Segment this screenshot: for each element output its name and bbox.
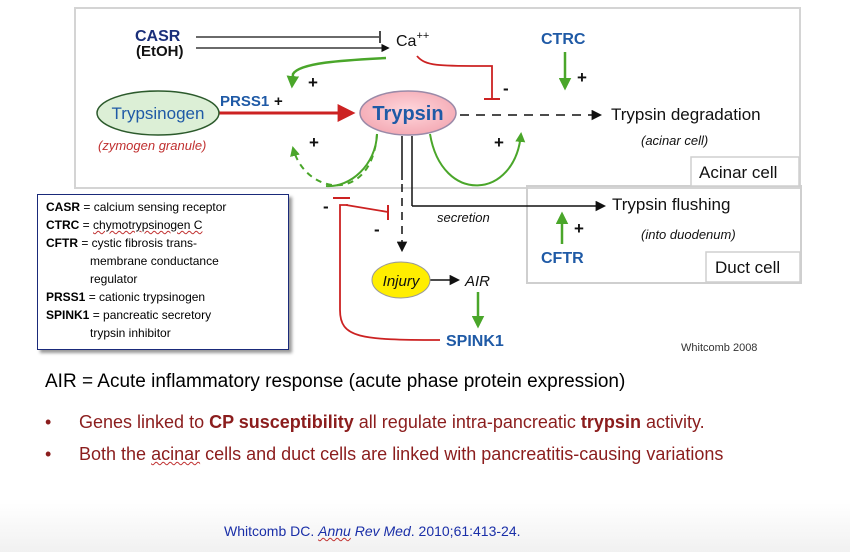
calcium-minus: - <box>503 79 509 98</box>
legend-row-cftr: CFTR = cystic fibrosis trans- <box>46 236 198 250</box>
cftr-plus: + <box>574 219 584 238</box>
into-duodenum-label: (into duodenum) <box>641 227 736 242</box>
prss1-plus: + <box>274 93 283 110</box>
air-label: AIR <box>464 273 490 290</box>
legend-row-spink1-2: trypsin inhibitor <box>90 326 171 340</box>
legend-row-spink1: SPINK1 = pancreatic secretory <box>46 308 212 322</box>
legend-row-prss1: PRSS1 = cationic trypsinogen <box>46 290 206 304</box>
trypsinogen-node <box>96 90 220 136</box>
acinar-cell-note: (acinar cell) <box>641 133 708 148</box>
casr-label: CASR <box>135 28 181 45</box>
trypsin-degradation-label: Trypsin degradation <box>611 105 761 124</box>
acinar-cell-frame <box>74 7 801 189</box>
autoactivation-plus: + <box>309 133 319 152</box>
bullet-text-2: Both the acinar cells and duct cells are… <box>79 444 724 464</box>
footer-band <box>0 503 850 552</box>
calcium-activation-arrow <box>286 56 387 89</box>
duct-cell-label-box <box>705 251 801 283</box>
autoactivation-loop-left-solid <box>325 133 378 188</box>
trypsin-node <box>359 90 457 136</box>
legend-row-casr: CASR = calcium sensing receptor <box>46 200 227 214</box>
acinar-cell-label-box <box>690 156 800 187</box>
duct-cell-frame <box>526 185 802 284</box>
spink1-inhibit-path <box>339 204 441 341</box>
spink1-label: SPINK1 <box>446 333 504 350</box>
spink1-minus-mid: - <box>374 220 380 239</box>
trypsin-label: Trypsin <box>372 103 443 125</box>
cftr-label: CFTR <box>541 250 584 267</box>
calcium-label: Ca++ <box>396 30 429 50</box>
legend-row-cftr-2: membrane conductance <box>90 254 219 268</box>
degradation-loop-right <box>429 132 526 187</box>
bullet-dot: • <box>45 412 52 432</box>
trypsinogen-label: Trypsinogen <box>112 104 205 123</box>
spink1-minus-left: - <box>323 197 329 216</box>
abbreviation-legend: CASR = calcium sensing receptor CTRC = c… <box>37 194 289 350</box>
prss1-label: PRSS1 <box>220 93 269 110</box>
injury-label: Injury <box>383 273 421 290</box>
air-definition: AIR = Acute inflammatory response (acute… <box>45 371 626 392</box>
calcium-plus: + <box>308 73 318 92</box>
bullet-text-1: Genes linked to CP susceptibility all re… <box>79 412 705 432</box>
trypsin-flushing-label: Trypsin flushing <box>612 195 730 214</box>
zymogen-label: (zymogen granule) <box>98 138 206 153</box>
figure-credit: Whitcomb 2008 <box>681 342 757 354</box>
legend-row-cftr-3: regulator <box>90 272 138 286</box>
acinar-cell-box-label: Acinar cell <box>699 163 777 182</box>
etoh-label: (EtOH) <box>136 43 184 60</box>
secretion-label: secretion <box>437 210 490 225</box>
duct-cell-box-label: Duct cell <box>715 258 780 277</box>
autoactivation-loop-left <box>290 133 378 187</box>
citation: Whitcomb DC. Annu Rev Med. 2010;61:413-2… <box>224 523 521 539</box>
ctrc-label: CTRC <box>541 31 586 48</box>
degradation-loop-plus: + <box>494 133 504 152</box>
bullet-dot: • <box>45 444 52 464</box>
legend-row-ctrc: CTRC = chymotrypsinogen C <box>46 218 203 232</box>
ctrc-plus: + <box>577 68 587 87</box>
spink1-inhibit-branch <box>345 204 389 213</box>
injury-node <box>371 261 431 299</box>
calcium-inhibit-path <box>416 55 493 98</box>
